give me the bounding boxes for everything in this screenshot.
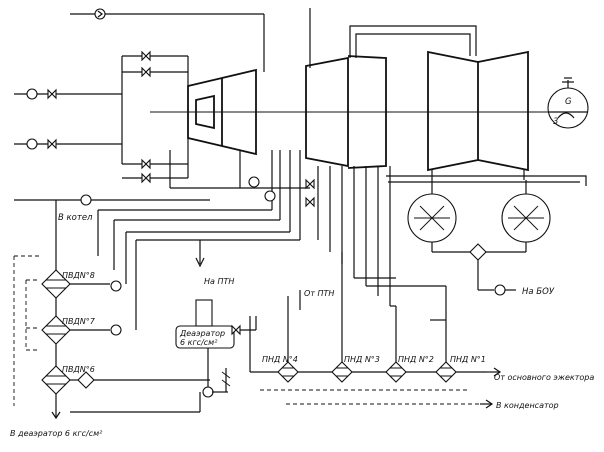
to-bou-label: На БОУ: [522, 287, 555, 297]
heat-exchanger-icon: [77, 371, 95, 389]
valve-icon: [264, 190, 276, 202]
valve-icon: [26, 138, 38, 150]
gate-valve-icon: [47, 88, 57, 100]
condensate-line: На БОУ: [431, 242, 555, 297]
pvd7-heater: ПВДN°7: [41, 315, 122, 345]
valve-icon: [248, 176, 260, 188]
pnd4-label: ПНД N°4: [262, 355, 298, 364]
to-deaerator-bottom-label: В деаэратор 6 кгс/см²: [10, 429, 103, 438]
pvd7-label: ПВДN°7: [62, 317, 96, 326]
deaerator-label: Деаэратор: [179, 329, 225, 338]
strainer-icon: [469, 243, 487, 261]
from-ptn-label: От ПТН: [304, 289, 334, 298]
top-steam-line: [70, 8, 265, 72]
pnd2-heater: ПНД N°2: [385, 305, 434, 383]
feed-pump-icon: [202, 386, 214, 398]
exciter-label: 3: [553, 117, 558, 127]
generator-label: G: [565, 97, 572, 107]
condensate-pump-icon: [494, 284, 506, 296]
gate-valve-icon: [305, 178, 315, 190]
from-main-ejector-label: От основного эжектора: [494, 373, 594, 382]
valve-icon: [26, 88, 38, 100]
boiler-feed-line: В котел На ПТН: [14, 194, 300, 330]
pnd2-label: ПНД N°2: [398, 355, 434, 364]
condenser-left: [407, 180, 457, 243]
pump-icon: [94, 8, 106, 20]
valve-icon: [110, 280, 122, 292]
extraction-lines: [169, 150, 391, 306]
lp-cylinder: [427, 50, 529, 180]
pnd3-heater: ПНД N°3: [331, 264, 380, 383]
to-condenser-label: В конденсатор: [496, 401, 559, 410]
deaerator-pressure-label: 6 кгс/см²: [180, 338, 218, 347]
gate-valve-icon: [141, 66, 151, 78]
pvd8-heater: ПВДN°8: [41, 269, 122, 299]
deaerator: Деаэратор 6 кгс/см²: [70, 299, 257, 413]
pnd1-heater: ПНД N°1: [430, 319, 486, 383]
to-ptn-label: На ПТН: [204, 277, 234, 286]
main-steam-inlets: [14, 50, 189, 184]
gate-valve-icon: [141, 158, 151, 170]
lp-heaters: От ПТН ПНД N°4 ПНД N°3 ПНД N°2 ПНД N°1: [249, 264, 594, 410]
generator: G 3: [547, 77, 589, 129]
pnd1-label: ПНД N°1: [450, 355, 486, 364]
valve-icon: [110, 324, 122, 336]
pvd6-label: ПВДN°6: [62, 365, 95, 374]
to-boiler-label: В котел: [58, 213, 93, 223]
pnd4-heater: ПНД N°4: [262, 296, 299, 383]
pvd6-heater: ПВДN°6: [41, 365, 210, 395]
gate-valve-icon: [141, 50, 151, 62]
crossover-pipes: [309, 8, 587, 186]
gate-valve-icon: [305, 196, 315, 208]
pnd3-label: ПНД N°3: [344, 355, 380, 364]
gate-valve-icon: [231, 324, 241, 336]
pvd8-label: ПВДN°8: [62, 271, 95, 280]
valve-icon: [80, 194, 92, 206]
gate-valve-icon: [141, 172, 151, 184]
lp-extraction-lines: [341, 252, 447, 320]
hp-heaters: ПВДN°8 ПВДN°7 ПВДN°6 В деаэратор 6 кгс/с…: [10, 255, 210, 438]
condenser-right: [501, 180, 551, 243]
gate-valve-icon: [47, 138, 57, 150]
